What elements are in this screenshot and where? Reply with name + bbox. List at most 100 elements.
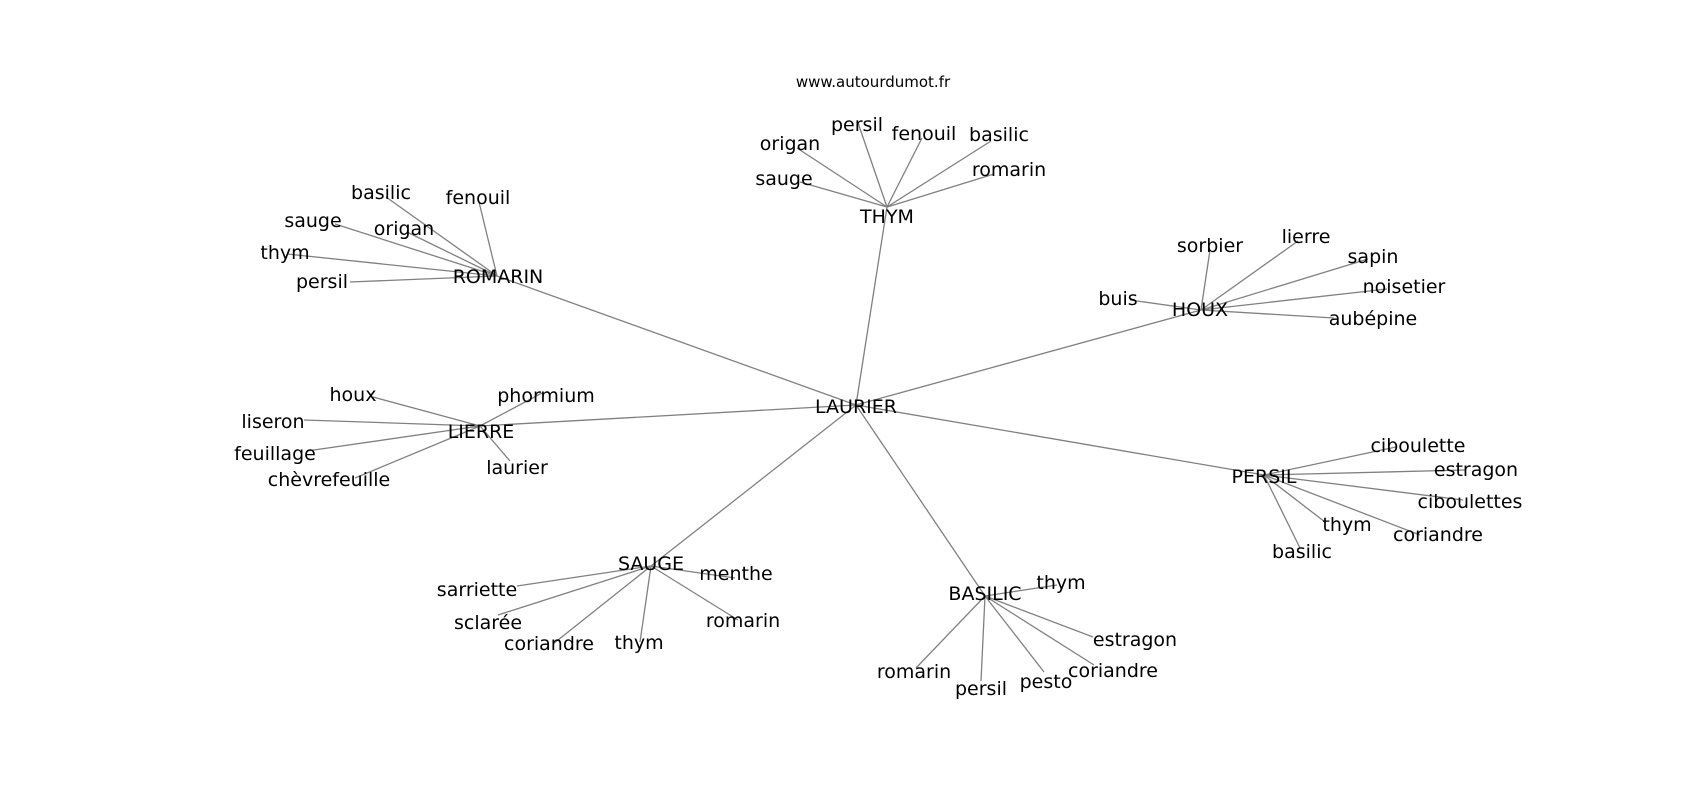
leaf-label-persil-estragon: estragon [1434,459,1518,481]
edge-houx-aubepine [1200,309,1335,319]
leaf-label-romarin-thym: thym [260,242,309,264]
edge-romarin-thym [286,253,498,277]
leaf-label-houx-buis: buis [1098,288,1137,310]
leaf-label-basilic-romarin: romarin [877,661,951,683]
leaf-label-sauge-sclaree: sclarée [454,612,522,634]
node-label-basilic: BASILIC [948,583,1021,605]
leaf-label-thym-basilic: basilic [969,124,1029,146]
edge-persil-basilic [1263,474,1301,549]
leaf-label-lierre-liseron: liseron [241,411,304,433]
edge-basilic-estragon [984,595,1094,638]
leaf-label-romarin-basilic: basilic [351,182,411,204]
edge-lierre-laurier [479,425,511,462]
leaf-label-sauge-thym: thym [614,632,663,654]
edge-sauge-thym [639,565,652,643]
leaf-label-basilic-pesto: pesto [1020,671,1073,693]
leaf-label-romarin-persil: persil [296,271,348,293]
leaf-label-persil-basilic: basilic [1272,541,1332,563]
edge-laurier-persil [855,404,1265,476]
leaf-label-sauge-sarriette: sarriette [437,579,517,601]
node-label-persil: PERSIL [1232,466,1297,488]
leaf-label-basilic-estragon: estragon [1093,629,1177,651]
edge-romarin-origan [406,231,498,277]
edge-basilic-pesto [984,595,1045,673]
edge-houx-sapin [1200,258,1369,311]
edge-thym-fenouil [886,137,923,208]
edge-romarin-fenouil [478,201,498,277]
edge-laurier-romarin [496,275,857,406]
leaf-label-romarin-fenouil: fenouil [446,187,511,209]
edge-thym-sauge [799,181,888,208]
edge-thym-romarin [886,173,995,208]
leaf-label-thym-origan: origan [760,133,820,155]
edge-lierre-liseron [303,419,481,427]
leaf-label-romarin-origan: origan [374,218,434,240]
edge-basilic-romarin [915,595,986,669]
leaf-label-lierre-laurier: laurier [486,457,548,479]
edge-sauge-romarin [650,565,739,621]
site-watermark: www.autourdumot.fr [796,73,951,91]
node-label-lierre: LIERRE [448,421,515,443]
node-label-romarin: ROMARIN [453,266,544,288]
leaf-label-thym-romarin: romarin [972,159,1046,181]
edge-houx-noisetier [1200,288,1388,311]
leaf-label-persil-ciboulette: ciboulette [1370,435,1465,457]
leaf-label-sauge-menthe: menthe [699,563,772,585]
node-label-sauge: SAUGE [618,553,684,575]
edge-houx-sorbier [1200,249,1211,311]
edge-sauge-menthe [650,565,736,579]
edge-thym-basilic [886,140,992,208]
edge-houx-buis [1129,299,1202,311]
edge-romarin-persil [349,275,498,283]
leaf-label-persil-coriandre: coriandre [1393,524,1483,546]
leaf-label-basilic-persil: persil [955,678,1007,700]
node-label-thym: THYM [859,206,914,228]
leaf-label-basilic-coriandre: coriandre [1068,660,1158,682]
leaf-label-sauge-romarin: romarin [706,610,780,632]
graph-labels: LAURIER THYM origan persil fenouil basilic rom… [234,114,1522,700]
edge-thym-origan [796,147,888,208]
leaf-label-houx-noisetier: noisetier [1363,276,1446,298]
node-label-houx: HOUX [1172,299,1228,321]
leaf-label-houx-sapin: sapin [1348,246,1399,268]
edge-lierre-houx [372,396,481,427]
leaf-label-lierre-houx: houx [330,384,377,406]
edge-persil-coriandre [1263,474,1421,536]
edge-laurier-thym [855,206,888,406]
edge-persil-ciboulettes [1263,474,1464,501]
edge-sauge-sclaree [497,565,652,616]
leaf-label-houx-lierre: lierre [1282,226,1331,248]
edge-romarin-basilic [385,196,498,277]
leaf-label-thym-fenouil: fenouil [892,123,957,145]
edge-romarin-sauge [334,223,498,277]
leaf-label-lierre-feuillage: feuillage [234,443,316,465]
leaf-label-lierre-phormium: phormium [497,385,595,407]
node-label-laurier: LAURIER [815,396,897,418]
leaf-label-romarin-sauge: sauge [284,210,341,232]
edge-sauge-sarriette [516,565,652,587]
edge-basilic-coriandre [984,595,1095,666]
edge-lierre-phormium [479,392,543,427]
edge-sauge-coriandre [552,565,652,645]
leaf-label-persil-thym: thym [1322,514,1371,536]
leaf-label-basilic-thym: thym [1036,572,1085,594]
edge-persil-thym [1263,474,1326,523]
edge-basilic-thym [984,584,1058,597]
leaf-label-houx-sorbier: sorbier [1177,235,1243,257]
edge-lierre-chevrefeuille [354,425,481,479]
edge-laurier-lierre [479,404,857,427]
edge-houx-lierre [1200,240,1299,311]
leaf-label-thym-persil: persil [831,114,883,136]
leaf-label-thym-sauge: sauge [755,168,812,190]
edge-thym-persil [856,119,888,208]
edge-persil-ciboulette [1263,446,1397,476]
edge-laurier-basilic [855,404,986,597]
leaf-label-sauge-coriandre: coriandre [504,633,594,655]
edge-basilic-persil [980,595,986,682]
edge-persil-estragon [1263,469,1466,476]
leaf-label-houx-aubepine: aubépine [1329,308,1418,330]
leaf-label-lierre-chevrefeuille: chèvrefeuille [268,469,390,491]
leaf-label-persil-ciboulettes: ciboulettes [1418,491,1523,513]
